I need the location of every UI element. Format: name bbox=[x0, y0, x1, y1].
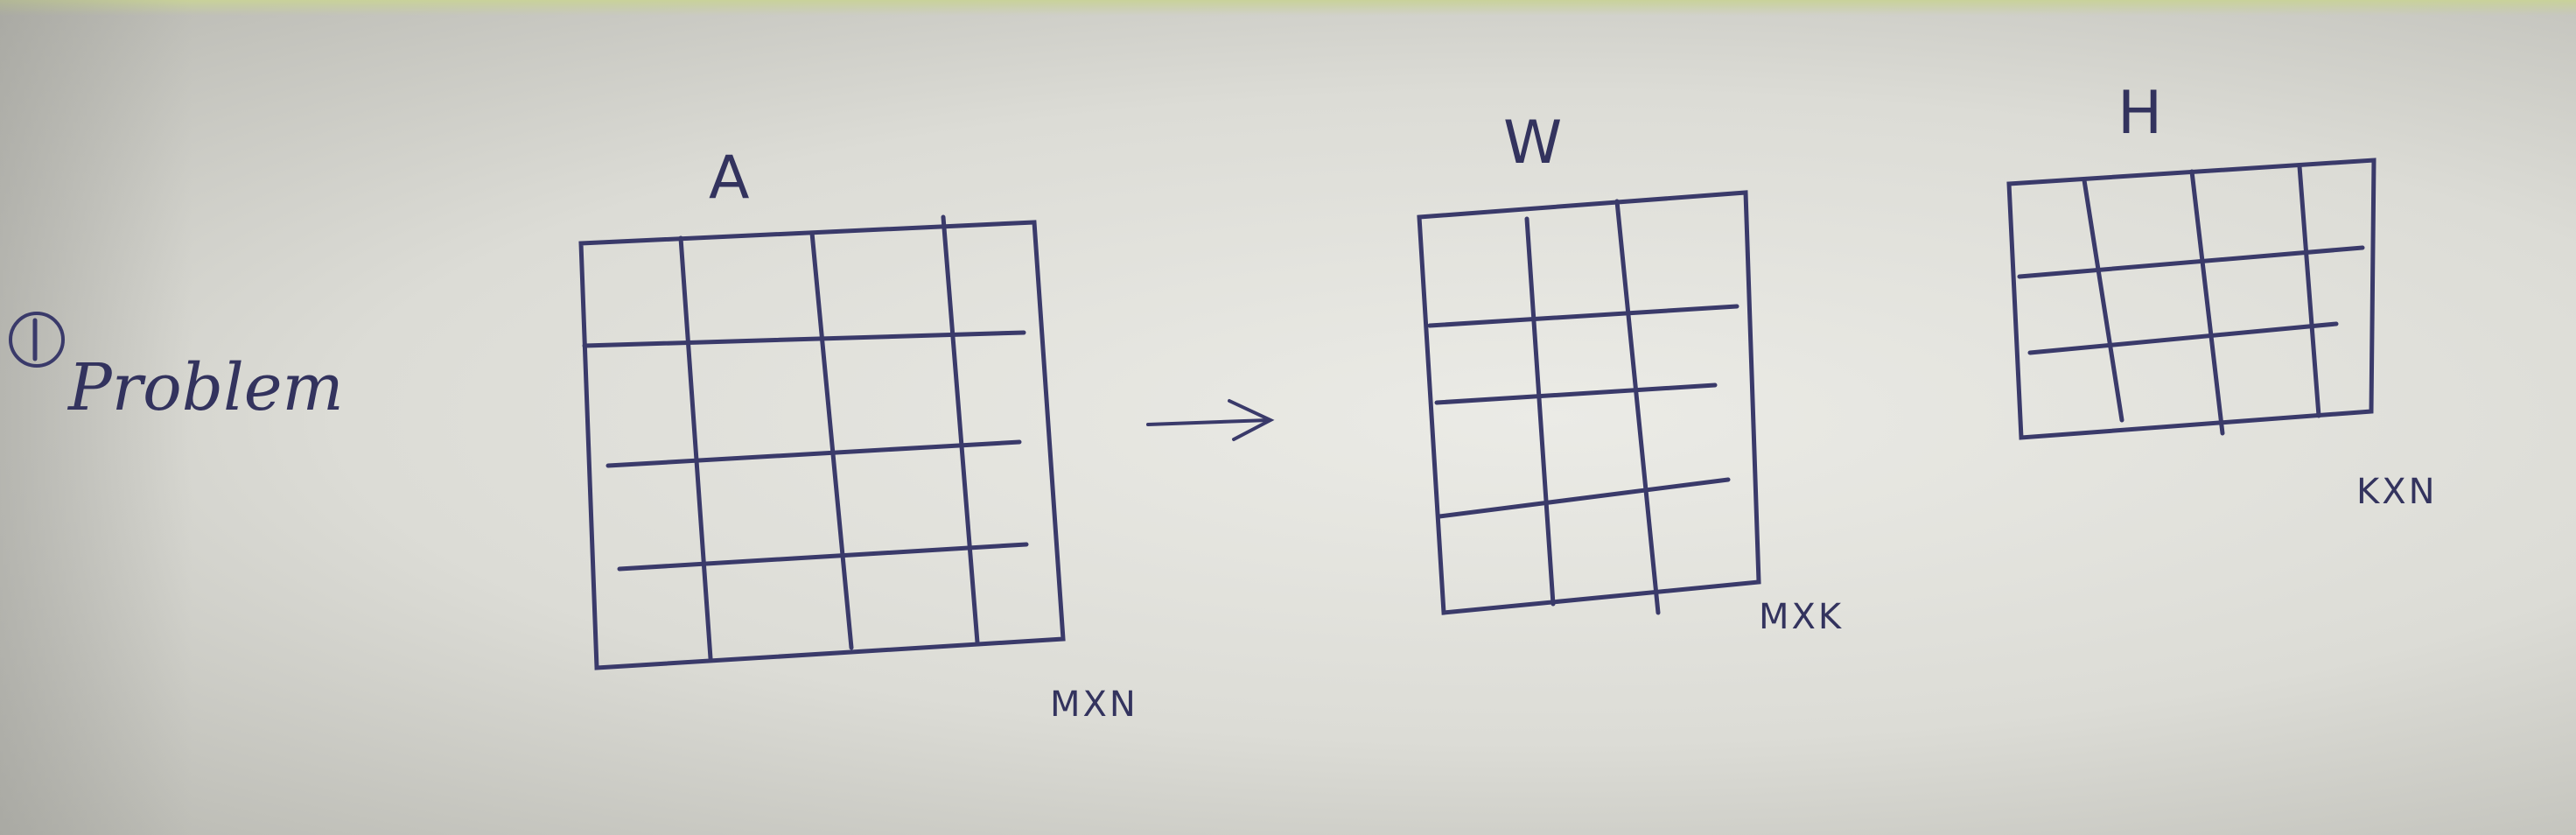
matrix-a-col-line bbox=[678, 235, 713, 661]
matrix-a: A MXN bbox=[578, 144, 1138, 725]
matrix-h-row-line bbox=[2027, 321, 2339, 355]
matrix-w-row-line bbox=[1434, 382, 1718, 405]
matrix-h: H KXN bbox=[2006, 79, 2438, 512]
arrow-icon bbox=[1146, 399, 1275, 441]
matrix-w-dims: MXK bbox=[1759, 597, 1844, 637]
matrix-h-grid bbox=[2006, 158, 2376, 440]
matrix-a-border bbox=[578, 220, 1066, 670]
matrix-h-dims: KXN bbox=[2356, 472, 2438, 512]
matrix-h-row-line bbox=[2017, 245, 2365, 279]
matrix-h-col-line bbox=[2082, 178, 2124, 423]
matrix-h-col-line bbox=[2297, 164, 2321, 418]
matrix-w-row-line bbox=[1437, 477, 1731, 519]
matrix-h-border bbox=[2006, 158, 2376, 440]
paper-shadow bbox=[0, 0, 192, 835]
matrix-h-label: H bbox=[2118, 79, 2162, 148]
problem-label: Problem bbox=[66, 350, 344, 425]
matrix-w-row-line bbox=[1427, 304, 1740, 328]
problem-heading: ① Problem bbox=[9, 312, 344, 425]
matrix-w: W MXK bbox=[1417, 109, 1844, 637]
matrix-h-col-line bbox=[2189, 169, 2225, 436]
matrix-a-row-line bbox=[617, 542, 1029, 572]
matrix-w-col-line bbox=[1524, 216, 1556, 607]
matrix-w-grid bbox=[1417, 190, 1761, 615]
number-circle bbox=[9, 312, 65, 368]
matrix-w-label: W bbox=[1503, 109, 1562, 178]
matrix-a-row-line bbox=[582, 330, 1026, 348]
matrix-a-col-line bbox=[941, 214, 980, 645]
matrix-w-border bbox=[1417, 190, 1761, 615]
matrix-w-col-line bbox=[1614, 199, 1661, 615]
matrix-a-row-line bbox=[606, 439, 1022, 468]
matrix-a-label: A bbox=[709, 144, 750, 213]
matrix-a-grid bbox=[578, 214, 1066, 670]
paper-edge bbox=[0, 0, 2576, 16]
matrix-a-col-line bbox=[809, 230, 854, 650]
matrix-a-dims: MXN bbox=[1050, 684, 1138, 725]
